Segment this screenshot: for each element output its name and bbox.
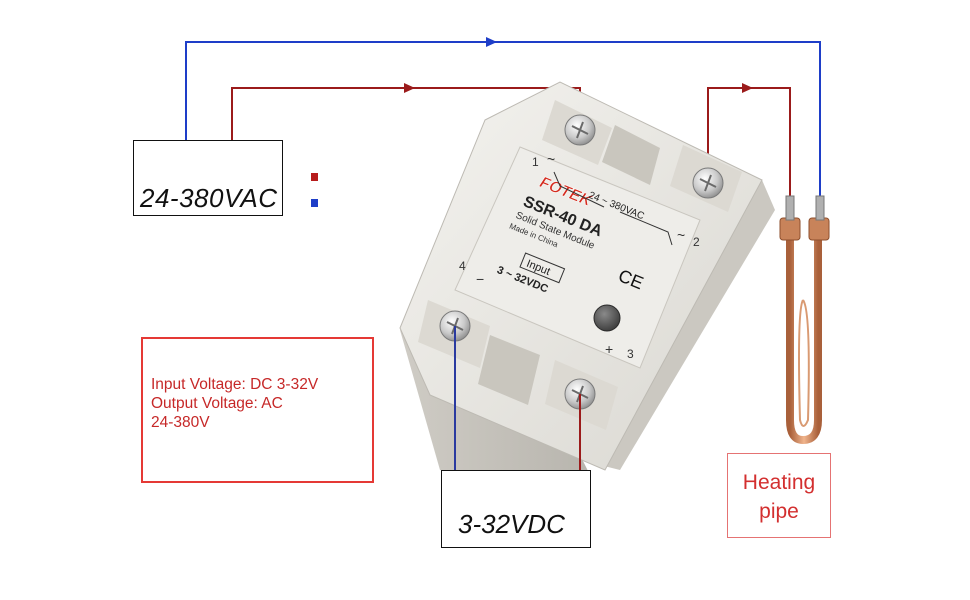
load-voltage-bracket bbox=[553, 171, 605, 208]
heating-pipe-label-line1: Heating bbox=[742, 471, 816, 494]
spec-line-input: Input Voltage: DC 3-32V bbox=[151, 376, 319, 393]
minus-label: − bbox=[476, 271, 484, 287]
heating-pipe-terminal-left bbox=[785, 195, 795, 221]
neutral-wire-arrow bbox=[486, 37, 497, 47]
tilde-2-label: ~ bbox=[677, 227, 685, 243]
tilde-1-label: ~ bbox=[547, 151, 555, 167]
relay-input-box bbox=[519, 252, 566, 284]
top-notch bbox=[602, 125, 660, 185]
ac-supply-box: 24-380VAC bbox=[133, 140, 283, 216]
plus-label: + bbox=[605, 341, 613, 357]
bottom-notch bbox=[478, 335, 540, 405]
load-wire-arrow bbox=[742, 83, 753, 93]
line-wire-arrow bbox=[404, 83, 415, 93]
heating-pipe-tube bbox=[786, 236, 822, 445]
dc-control-label: 3-32VDC bbox=[458, 509, 565, 539]
live-legend-marker bbox=[311, 173, 318, 181]
neutral-legend-marker bbox=[311, 199, 318, 207]
heating-pipe-element bbox=[779, 195, 830, 445]
solid-state-relay: FOTEK SSR-40 DA Solid State Module Made … bbox=[399, 81, 775, 475]
heating-pipe-inner-loop bbox=[798, 299, 810, 427]
relay-label-plate bbox=[454, 146, 701, 369]
heating-pipe-label-line2: pipe bbox=[759, 500, 799, 523]
heating-pipe-fitting-right bbox=[808, 217, 830, 241]
status-led bbox=[593, 304, 621, 332]
heating-pipe-label: Heating pipe bbox=[728, 468, 830, 526]
heating-pipe-terminal-right bbox=[815, 195, 825, 221]
heating-pipe-fitting-left bbox=[779, 217, 801, 241]
terminal-4-label: 4 bbox=[459, 259, 466, 273]
terminal-1-label: 1 bbox=[532, 155, 539, 169]
screw-terminal-1 bbox=[564, 114, 596, 146]
spec-text: Input Voltage: DC 3-32V Output Voltage: … bbox=[151, 375, 371, 432]
terminal-3-label: 3 bbox=[627, 347, 634, 361]
load-voltage-bracket-right bbox=[619, 211, 673, 246]
spec-line-output: Output Voltage: AC bbox=[151, 395, 283, 412]
heating-pipe-box: Heating pipe bbox=[727, 453, 831, 538]
ac-supply-label: 24-380VAC bbox=[140, 183, 278, 213]
spec-box: Input Voltage: DC 3-32V Output Voltage: … bbox=[141, 337, 374, 483]
neutral-wire bbox=[185, 41, 821, 196]
spec-line-output-range: 24-380V bbox=[151, 414, 210, 431]
screw-terminal-2 bbox=[692, 167, 724, 199]
dc-control-box: 3-32VDC bbox=[441, 470, 591, 548]
terminal-2-label: 2 bbox=[693, 235, 700, 249]
